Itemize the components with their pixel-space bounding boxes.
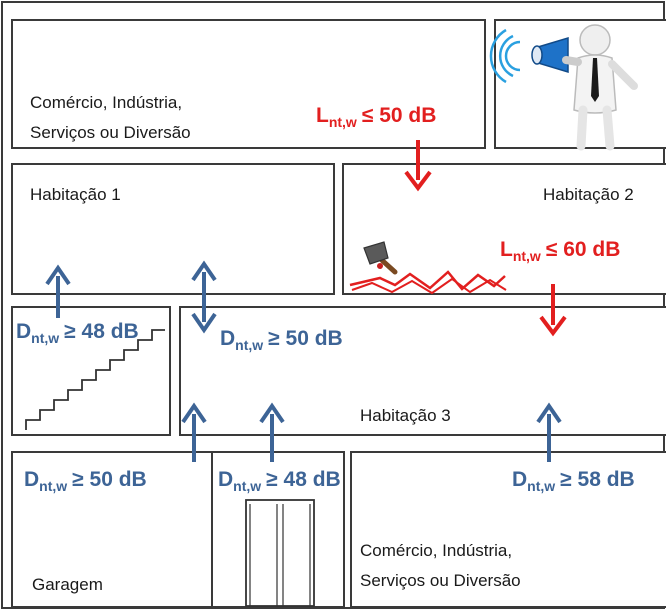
room-habitacao-2 — [342, 163, 666, 295]
airborne-requirement-stairs: Dnt,w≥ 48 dB — [16, 320, 139, 346]
stairs-icon — [25, 329, 165, 430]
airborne-requirement-commerce: Dnt,w≥ 58 dB — [512, 468, 635, 494]
room-commerce-top — [11, 19, 486, 149]
airborne-arrow-commerce-hab3 — [536, 402, 562, 462]
elevator-icon — [245, 499, 315, 607]
airborne-arrow-stairs-hab1 — [45, 264, 71, 318]
commerce-bottom-label-line1: Comércio, Indústria, — [360, 541, 512, 560]
airborne-arrow-lift-hab3 — [259, 402, 285, 462]
habitacao-2-label: Habitação 2 — [543, 185, 634, 204]
commerce-top-label-line1: Comércio, Indústria, — [30, 93, 182, 112]
impact-arrow-hab2 — [539, 284, 567, 337]
airborne-arrow-hab1-hab3 — [191, 260, 217, 334]
commerce-bottom-label-line2: Serviços ou Diversão — [360, 571, 521, 590]
airborne-requirement-lift: Dnt,w≥ 48 dB — [218, 468, 341, 494]
room-stairs — [11, 306, 171, 436]
impact-requirement-top: Lnt,w≤ 50 dB — [316, 104, 436, 130]
habitacao-1-label: Habitação 1 — [30, 185, 121, 204]
garagem-label: Garagem — [32, 575, 103, 594]
commerce-top-label-line2: Serviços ou Diversão — [30, 123, 191, 142]
megaphone-person-icon — [489, 24, 638, 151]
room-garagem — [11, 451, 213, 608]
room-habitacao-1 — [11, 163, 335, 295]
airborne-arrow-garage-hab3 — [181, 402, 207, 462]
airborne-requirement-garage: Dnt,w≥ 50 dB — [24, 468, 147, 494]
impact-arrow-top — [404, 140, 432, 192]
habitacao-3-label: Habitação 3 — [360, 406, 451, 425]
impact-requirement-hab2: Lnt,w≤ 60 dB — [500, 238, 620, 264]
airborne-requirement-hab1-hab3: Dnt,w≥ 50 dB — [220, 327, 343, 353]
hammer-impact-icon — [349, 241, 507, 295]
room-commerce-bottom — [350, 451, 666, 608]
room-habitacao-3 — [179, 306, 666, 436]
